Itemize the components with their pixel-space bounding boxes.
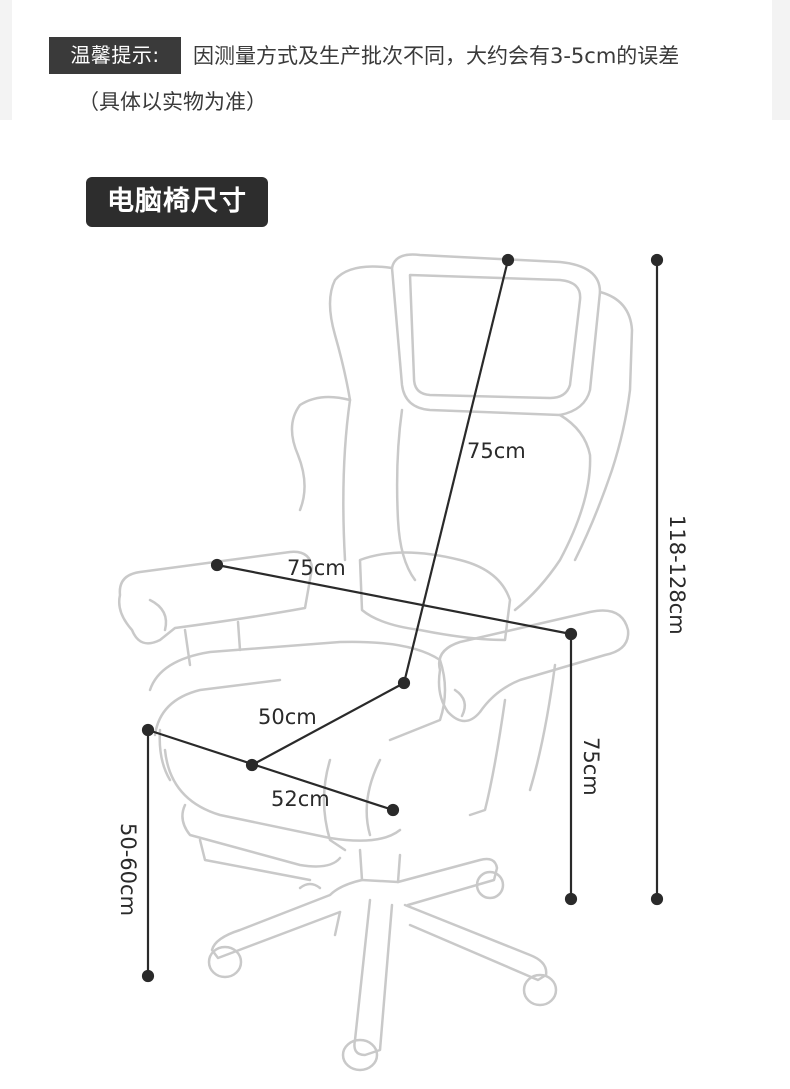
notice-text: 因测量方式及生产批次不同，大约会有3-5cm的误差 [193,44,680,68]
seat-height-label: 50-60cm [116,823,140,916]
dim-point [564,892,578,906]
armrest-height-label: 75cm [579,737,603,796]
section-title: 电脑椅尺寸 [86,177,268,227]
dim-point [386,803,400,817]
notice-label: 温馨提示: [49,37,181,74]
dim-point [650,892,664,906]
total-height-label: 118-128cm [665,515,689,635]
dim-point [141,723,155,737]
dim-point [141,969,155,983]
armrest-width-label: 75cm [287,556,346,580]
dim-point [397,676,411,690]
dim-point [650,253,664,267]
dim-point [210,558,224,572]
armrest-width-line [216,563,572,636]
seat-depth-label: 50cm [258,705,317,729]
seat-depth-line [251,682,405,766]
notice-subtext: （具体以实物为准） [78,90,267,114]
dimension-lines [141,253,664,983]
dim-point [245,758,259,772]
seat-width-label: 52cm [271,787,330,811]
backrest-height-line [402,259,510,684]
seat-width-line [147,728,394,812]
dim-point [564,627,578,641]
chair-illustration [118,253,634,1072]
backrest-height-label: 75cm [467,439,526,463]
dim-point [501,253,515,267]
